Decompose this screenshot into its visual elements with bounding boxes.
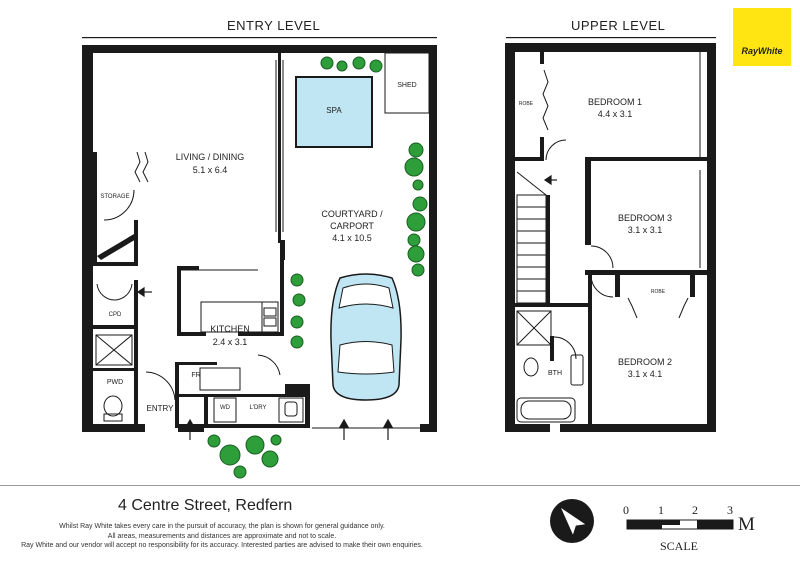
scale-tick-2: 2 [692, 503, 698, 517]
room-label-living: LIVING / DINING 5.1 x 6.4 [160, 151, 260, 177]
room-label-ldry: L'DRY [249, 405, 267, 411]
room-label-bedroom-3: BEDROOM 3 3.1 x 3.1 [605, 212, 685, 236]
scale-tick-0: 0 [623, 503, 629, 517]
courtyard-plants [207, 56, 428, 479]
bed2-dim: 3.1 x 4.1 [627, 369, 663, 379]
scale-bar [626, 519, 734, 530]
kitchen-dim: 2.4 x 3.1 [212, 337, 248, 347]
upper-level-heading: UPPER LEVEL [571, 18, 666, 33]
room-label-courtyard: COURTYARD / CARPORT 4.1 x 10.5 [302, 208, 402, 244]
living-dim: 5.1 x 6.4 [192, 165, 228, 175]
room-label-bth: BTH [548, 370, 562, 377]
footer-divider [0, 485, 800, 486]
bed3-name: BEDROOM 3 [617, 213, 672, 223]
scale-label: SCALE [660, 539, 699, 553]
room-label-fr: FR [191, 372, 201, 379]
scale-tick-1: 1 [658, 503, 664, 517]
entry-arrows [136, 286, 394, 440]
bed2-name: BEDROOM 2 [617, 357, 672, 367]
upper-level-walls [505, 37, 716, 432]
court-name-2: CARPORT [330, 221, 374, 231]
entry-level-walls [82, 37, 437, 432]
room-label-robe-1: ROBE [518, 101, 534, 107]
room-label-robe-2: ROBE [650, 289, 666, 295]
entry-level-fixtures [95, 52, 430, 436]
kitchen-name: KITCHEN [210, 324, 250, 334]
disclaimer-line-2: All areas, measurements and distances ar… [107, 532, 337, 540]
raywhite-logo: RayWhite [733, 8, 791, 66]
room-label-spa: SPA [326, 106, 342, 115]
property-address: 4 Centre Street, Redfern [118, 497, 293, 514]
bed3-dim: 3.1 x 3.1 [627, 225, 663, 235]
room-label-wd: WD [220, 405, 230, 411]
scale-tick-3: 3 [727, 503, 733, 517]
disclaimer-line-3: Ray White and our vendor will accept no … [21, 542, 423, 549]
room-label-pwd: PWD [106, 379, 124, 386]
court-dim: 4.1 x 10.5 [332, 233, 372, 243]
bed1-name: BEDROOM 1 [587, 97, 642, 107]
room-label-cpd: CPD [108, 312, 122, 318]
room-label-bedroom-1: BEDROOM 1 4.4 x 3.1 [575, 96, 655, 120]
room-label-storage: STORAGE [100, 194, 130, 200]
disclaimer-line-1: Whilst Ray White takes every care in the… [59, 523, 385, 530]
compass-icon [550, 499, 594, 543]
bed1-dim: 4.4 x 3.1 [597, 109, 633, 119]
upper-arrow [543, 174, 557, 186]
upper-level-fixtures [516, 52, 701, 423]
room-label-kitchen: KITCHEN 2.4 x 3.1 [200, 323, 260, 349]
scale-unit: M [738, 514, 755, 535]
room-label-bedroom-2: BEDROOM 2 3.1 x 4.1 [605, 356, 685, 380]
raywhite-logo-text: RayWhite [741, 46, 783, 56]
disclaimer: Whilst Ray White takes every care in the… [0, 522, 444, 551]
court-name-1: COURTYARD / [321, 209, 383, 219]
entry-level-heading: ENTRY LEVEL [227, 18, 321, 33]
room-label-shed: SHED [397, 82, 417, 89]
room-label-entry: ENTRY [146, 404, 174, 413]
living-name: LIVING / DINING [175, 152, 245, 162]
